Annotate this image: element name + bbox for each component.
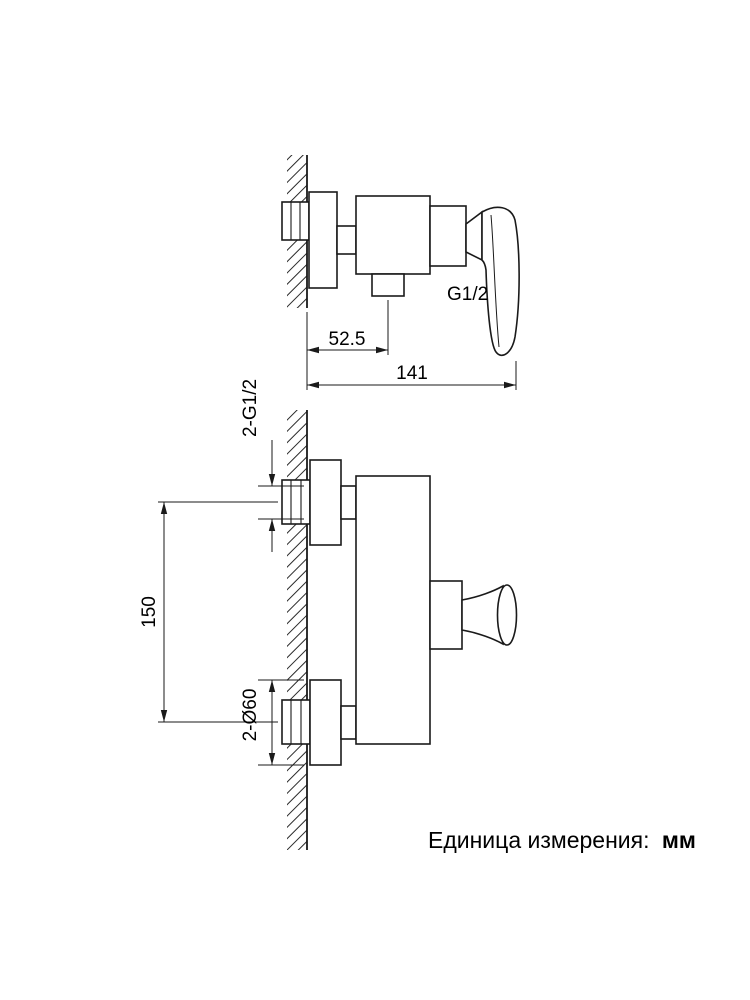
inlet-stub: [336, 225, 357, 255]
outlet-thread-label: G1/2: [447, 284, 488, 305]
mounting-nut: [281, 699, 311, 745]
bottom-inlet: [281, 679, 357, 766]
dim-total-depth: 141: [307, 361, 517, 390]
handle-cone: [465, 210, 483, 262]
wall-flange: [309, 459, 342, 546]
wall-hatch: [287, 410, 307, 850]
lever-ridge-line: [490, 214, 500, 348]
wall-flange: [309, 679, 342, 766]
handle-stem: [429, 580, 463, 650]
dim-label-flange-diameter: 2-Ø60: [240, 689, 261, 742]
top-view: 52.5 141 G1/2: [281, 155, 520, 390]
inlet-stub: [340, 705, 357, 740]
dim-inlet-thread: 2-G1/2: [240, 379, 304, 552]
footer-label: Единица измерения:: [428, 827, 650, 853]
outlet-stub: [371, 273, 405, 297]
dim-label-total-depth: 141: [396, 363, 428, 384]
mixer-body: [355, 475, 431, 745]
handle-bell: [461, 584, 504, 646]
dim-label-inlet-thread: 2-G1/2: [240, 379, 261, 437]
valve-housing: [429, 205, 467, 267]
dim-outlet-offset: 52.5: [306, 300, 389, 390]
inlet-stub: [340, 485, 357, 520]
mixer-body: [355, 195, 431, 275]
front-view: 2-G1/2 150 2-Ø60: [139, 379, 518, 850]
dim-inlet-spacing: 150: [139, 501, 278, 723]
handle-knob: [496, 584, 518, 646]
handle-lever: [481, 206, 520, 357]
footer-unit: мм: [662, 827, 696, 853]
dim-label-inlet-spacing: 150: [139, 596, 160, 628]
dim-label-outlet-offset: 52.5: [329, 329, 366, 350]
mounting-nut: [281, 479, 311, 525]
footer-note: Единица измерения: мм: [428, 827, 696, 853]
dim-flange-diameter: 2-Ø60: [240, 679, 304, 766]
wall-flange: [308, 191, 338, 289]
mounting-nut: [281, 201, 310, 241]
